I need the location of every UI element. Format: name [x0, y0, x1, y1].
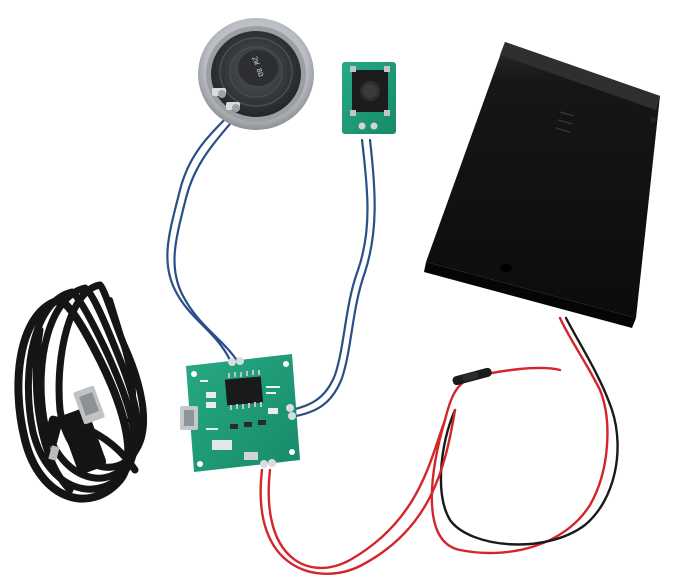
button-wires — [290, 138, 376, 418]
usb-cable-coil — [14, 281, 148, 503]
speaker: 2W 8Ω — [198, 18, 314, 130]
micro-usb-connector — [43, 415, 63, 461]
usb-a-connector — [59, 385, 107, 474]
battery-wires — [259, 316, 619, 575]
speaker-wires — [166, 110, 240, 364]
battery-box — [424, 42, 660, 328]
sound-module-board — [180, 354, 300, 472]
wire-splice — [452, 367, 492, 386]
push-button-module — [342, 62, 396, 134]
